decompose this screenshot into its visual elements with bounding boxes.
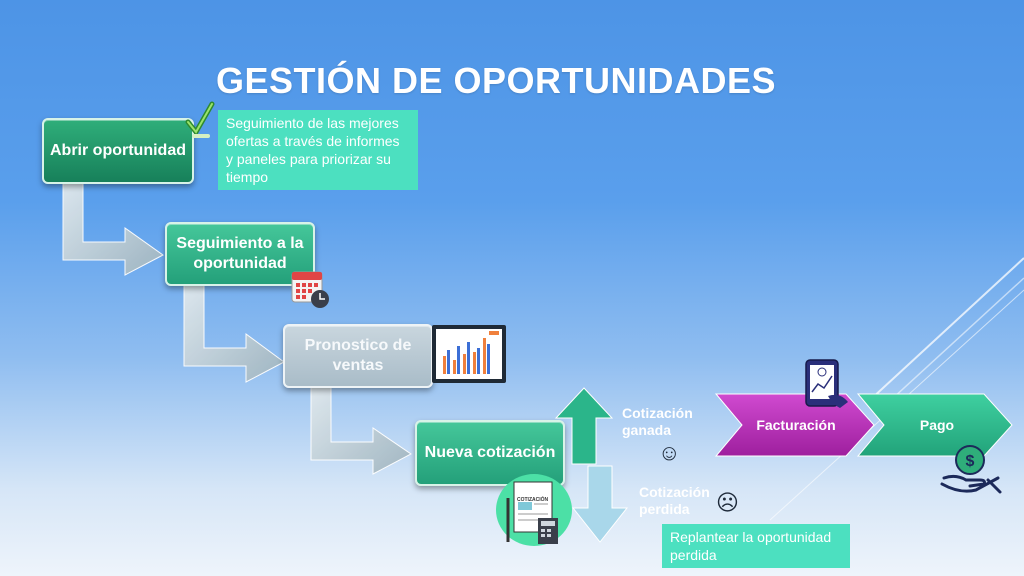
- payment-chevron[interactable]: Pago: [919, 417, 955, 433]
- connector-arrow-1: [62, 179, 164, 276]
- tracking-note: Seguimiento de las mejores ofertas a tra…: [218, 110, 418, 190]
- quotation-doc-label: COTIZACIÓN: [517, 497, 549, 503]
- won-up-arrow: [554, 387, 614, 465]
- happy-face-icon: ☺: [658, 440, 681, 465]
- page-title: GESTIÓN DE OPORTUNIDADES: [216, 60, 777, 101]
- step-follow-up[interactable]: Seguimiento a la oportunidad: [165, 222, 315, 286]
- connector-arrow-3: [310, 383, 412, 475]
- chart-monitor-icon: [432, 325, 506, 383]
- mobile-payment-icon: [805, 359, 848, 408]
- invoice-chevron-shape: [714, 393, 875, 457]
- invoice-chevron[interactable]: Facturación: [756, 417, 836, 433]
- lost-note: Replantear la oportunidad perdida: [662, 524, 850, 568]
- connector-arrow-2: [183, 281, 285, 383]
- step-sales-forecast[interactable]: Pronostico de ventas: [283, 324, 433, 388]
- lost-label: Cotización perdida: [639, 484, 710, 517]
- won-label: Cotización ganada: [622, 405, 693, 438]
- money-hand-icon: $: [940, 445, 1002, 494]
- step-open-opportunity[interactable]: Abrir oportunidad: [42, 118, 194, 184]
- sad-face-icon: ☹: [716, 490, 739, 515]
- lost-down-arrow: [571, 465, 629, 543]
- check-icon: [185, 101, 215, 138]
- quotation-document-icon: [496, 474, 572, 546]
- calendar-clock-icon: [291, 271, 329, 308]
- svg-text:$: $: [966, 453, 975, 470]
